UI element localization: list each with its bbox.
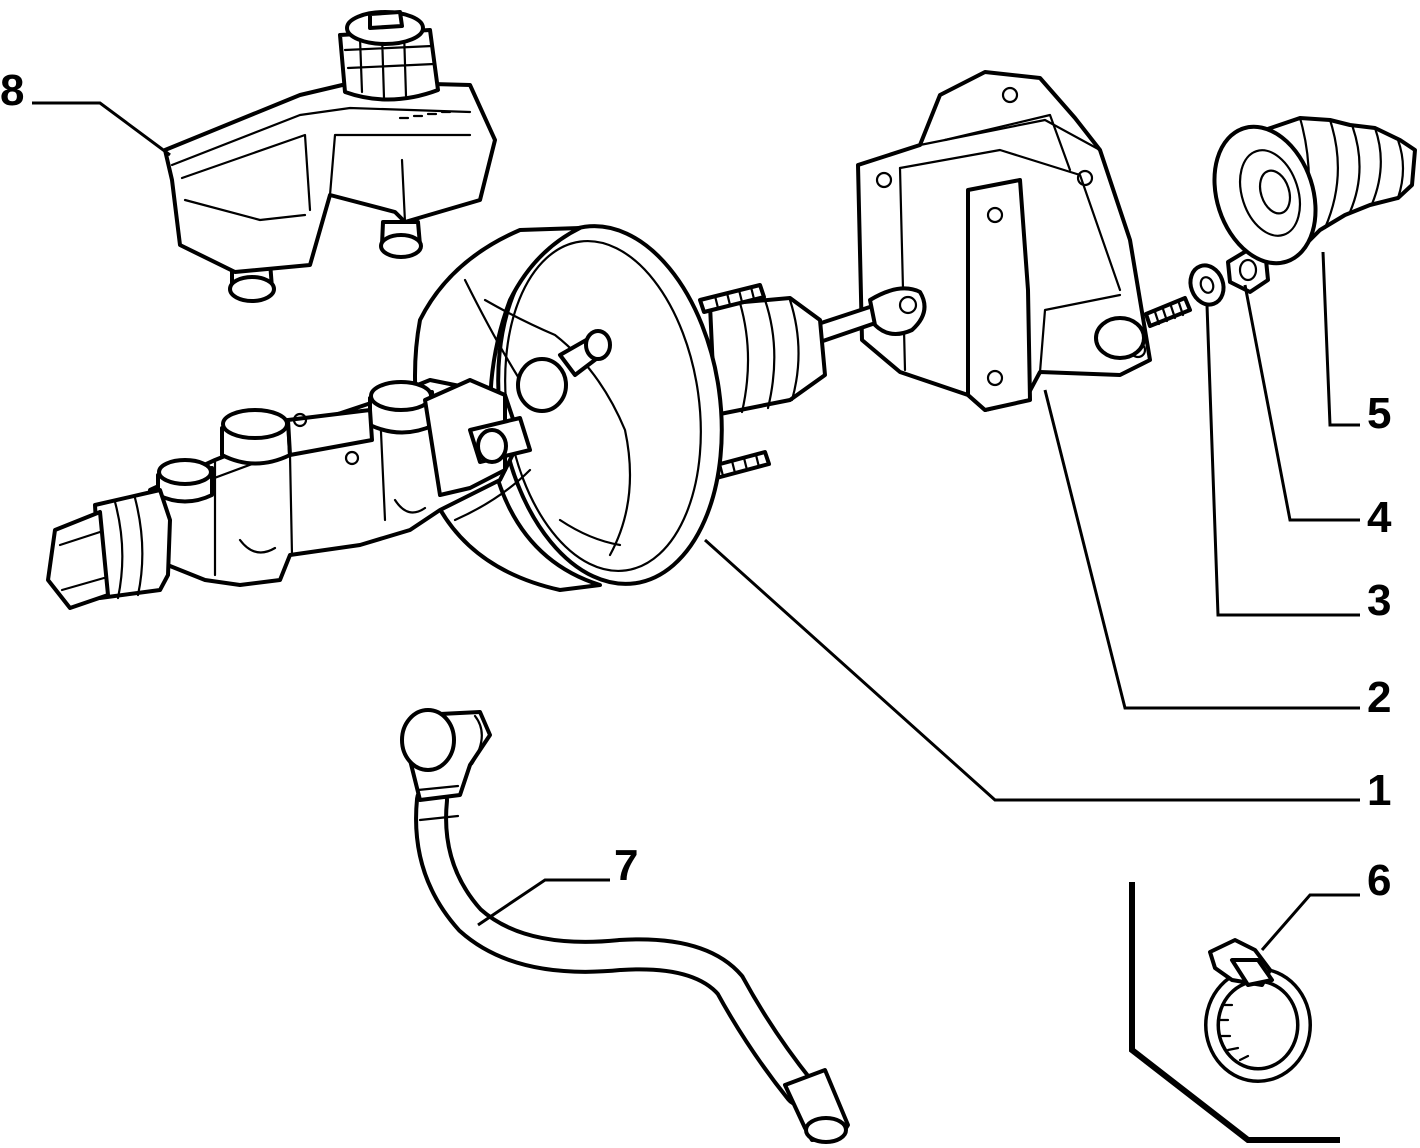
washer <box>1188 263 1226 307</box>
callout-5: 5 <box>1367 389 1391 438</box>
bracket-stud <box>1144 296 1192 328</box>
callout-1: 1 <box>1367 766 1391 815</box>
callout-4: 4 <box>1367 493 1392 542</box>
protective-boot <box>1212 116 1417 266</box>
fluid-reservoir <box>163 10 497 303</box>
hose-clamp <box>1204 938 1312 1083</box>
detail-frame <box>1129 882 1340 1143</box>
callout-3: 3 <box>1367 576 1391 625</box>
master-cylinder <box>46 378 532 610</box>
callout-8: 8 <box>0 66 24 115</box>
mounting-bracket <box>856 70 1152 412</box>
callout-2: 2 <box>1367 673 1391 722</box>
leader-lines <box>32 101 1360 951</box>
callout-7: 7 <box>614 841 638 890</box>
vacuum-hose <box>400 708 850 1144</box>
callout-6: 6 <box>1367 856 1391 905</box>
callout-labels: 8 5 4 3 2 1 6 7 <box>0 66 1392 905</box>
